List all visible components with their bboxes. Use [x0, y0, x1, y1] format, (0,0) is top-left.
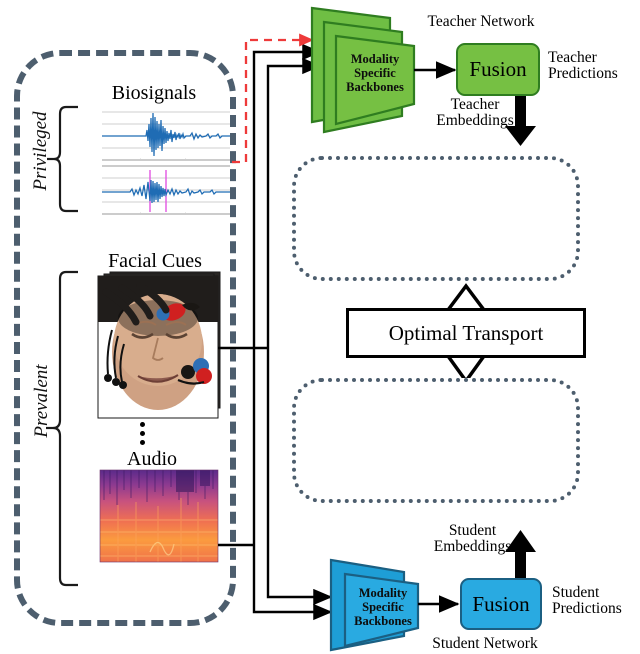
teacher-fusion-box[interactable]: Fusion	[456, 43, 540, 96]
teacher-network-label: Teacher Network	[427, 13, 535, 30]
arrow-ot-up	[444, 283, 488, 312]
teacher-backbone-line-3: Backbones	[346, 80, 404, 94]
modality-ellipsis	[140, 418, 145, 449]
student-fusion-label: Fusion	[472, 591, 530, 616]
optimal-transport-box[interactable]: Optimal Transport	[346, 308, 586, 358]
teacher-predictions-line-2: Predictions	[548, 65, 618, 83]
teacher-predictions-label: Teacher Predictions	[548, 49, 640, 83]
student-backbone-line-2: Specific	[362, 600, 404, 614]
input-modalities-panel	[14, 50, 236, 626]
teacher-backbone-line-2: Specific	[354, 66, 396, 80]
teacher-backbone-line-1: Modality	[350, 52, 400, 66]
optimal-transport-label: Optimal Transport	[388, 320, 544, 345]
student-embeddings-line-1: Student	[448, 522, 497, 539]
teacher-embeddings-label: Teacher Embeddings	[430, 96, 520, 130]
teacher-embedding-panel	[292, 156, 580, 281]
teacher-embeddings-line-1: Teacher	[450, 96, 500, 113]
student-backbone-label: Modality Specific Backbones	[345, 586, 421, 628]
modality-title-audio: Audio	[127, 448, 177, 470]
modality-title-biosignals: Biosignals	[111, 82, 197, 104]
student-embeddings-line-2: Embeddings	[433, 538, 512, 556]
group-label-prevalent: Prevalent	[31, 364, 52, 438]
student-predictions-label: Student Predictions	[552, 584, 640, 618]
connector-biosignals-privileged	[232, 33, 314, 164]
teacher-backbone-label: Modality Specific Backbones	[336, 52, 414, 94]
student-predictions-line-2: Predictions	[552, 600, 622, 618]
teacher-fusion-label: Fusion	[469, 57, 527, 81]
student-network-label: Student Network	[432, 635, 538, 652]
teacher-predictions-line-1: Teacher	[548, 49, 597, 66]
group-label-privileged: Privileged	[30, 111, 51, 191]
teacher-embeddings-line-2: Embeddings	[436, 112, 514, 130]
student-predictions-line-1: Student	[552, 584, 600, 601]
modality-title-facial-cues: Facial Cues	[108, 250, 202, 272]
student-fusion-box[interactable]: Fusion	[460, 578, 542, 630]
student-embeddings-label: Student Embeddings	[425, 522, 520, 556]
student-embedding-panel	[292, 378, 580, 503]
student-backbone-line-3: Backbones	[354, 614, 412, 628]
student-backbone-line-1: Modality	[358, 586, 408, 600]
